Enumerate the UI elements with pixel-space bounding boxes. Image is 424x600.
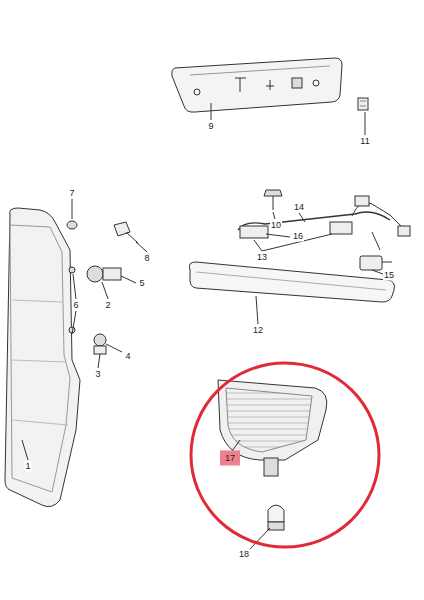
callout-number: 4 xyxy=(124,351,131,362)
callout-number: 14 xyxy=(293,202,305,213)
callout-number: 5 xyxy=(138,278,145,289)
callout-number: 17 xyxy=(220,451,240,466)
highlight-ring xyxy=(191,363,379,547)
callout-number: 1 xyxy=(24,461,31,472)
callout-number: 15 xyxy=(383,270,395,281)
callout-number: 3 xyxy=(94,369,101,380)
callout-number: 12 xyxy=(252,325,264,336)
callout-number: 2 xyxy=(104,300,111,311)
callout-number: 13 xyxy=(256,252,268,263)
callout-number: 6 xyxy=(72,300,79,311)
callout-number: 8 xyxy=(143,253,150,264)
callout-number: 16 xyxy=(292,231,304,242)
callout-number: 18 xyxy=(238,549,250,560)
callout-number: 9 xyxy=(207,121,214,132)
callout-number: 10 xyxy=(270,220,282,231)
callout-number: 11 xyxy=(359,136,370,147)
callout-number: 7 xyxy=(68,188,75,199)
